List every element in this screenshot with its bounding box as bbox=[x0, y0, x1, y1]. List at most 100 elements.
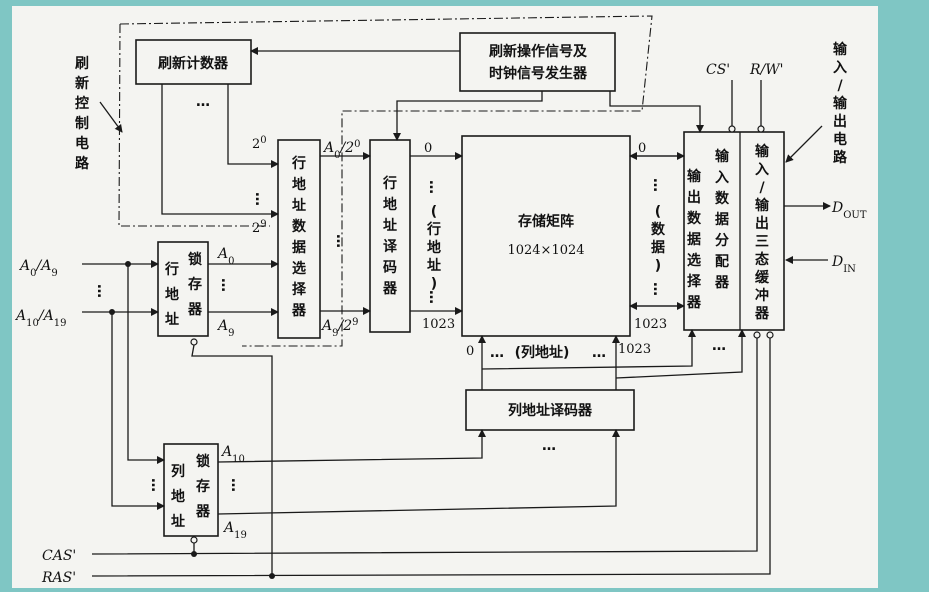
svg-text:…: … bbox=[592, 345, 606, 361]
refresh-signal-generator-block: 刷新操作信号及 时钟信号发生器 bbox=[459, 32, 616, 92]
svg-text:器: 器 bbox=[195, 504, 211, 520]
svg-text:地: 地 bbox=[165, 286, 179, 303]
svg-text:列: 列 bbox=[171, 463, 185, 480]
svg-text:…: … bbox=[650, 282, 666, 296]
svg-text:出: 出 bbox=[687, 189, 701, 206]
svg-text:电: 电 bbox=[833, 131, 847, 148]
svg-text:入: 入 bbox=[715, 170, 729, 186]
svg-text:…: … bbox=[426, 290, 442, 304]
svg-text:A0/20: A0/20 bbox=[322, 139, 361, 161]
svg-text:器: 器 bbox=[382, 281, 398, 297]
svg-text:输: 输 bbox=[833, 95, 848, 112]
svg-text:器: 器 bbox=[187, 302, 203, 318]
svg-text:(列地址): (列地址) bbox=[515, 344, 570, 361]
svg-text:路: 路 bbox=[833, 149, 848, 166]
svg-text:…: … bbox=[712, 338, 726, 354]
svg-text:出: 出 bbox=[755, 215, 769, 232]
svg-text:据: 据 bbox=[715, 211, 729, 228]
svg-text:器: 器 bbox=[291, 303, 307, 319]
col-address-decoder-block: 列地址译码器 bbox=[465, 389, 635, 431]
svg-text:择: 择 bbox=[687, 273, 702, 290]
svg-text:A9/29: A9/29 bbox=[320, 317, 359, 339]
cas-label: CAS' bbox=[42, 548, 76, 564]
svg-text:电: 电 bbox=[75, 135, 89, 152]
wires bbox=[82, 47, 831, 579]
ras-label: RAS' bbox=[41, 570, 76, 586]
io-block: 输 出 数 据 选 择 器 输 入 数 据 分 配 器 输 入 / 输 出 三 … bbox=[683, 131, 785, 331]
svg-text:入: 入 bbox=[833, 60, 847, 76]
svg-text:20: 20 bbox=[252, 135, 267, 153]
svg-text:…: … bbox=[252, 192, 268, 206]
svg-text:): ) bbox=[431, 276, 437, 292]
svg-text:码: 码 bbox=[383, 260, 397, 276]
svg-text:址: 址 bbox=[292, 197, 306, 214]
row-address-selector-block: 行 地 址 数 据 选 择 器 bbox=[277, 139, 321, 339]
svg-text:址: 址 bbox=[383, 217, 397, 234]
svg-text:输: 输 bbox=[687, 168, 702, 185]
svg-text:行: 行 bbox=[426, 221, 441, 238]
svg-text:行: 行 bbox=[291, 155, 306, 172]
svg-text:1023: 1023 bbox=[618, 342, 651, 357]
svg-text:择: 择 bbox=[292, 281, 307, 298]
svg-text:存: 存 bbox=[188, 276, 202, 293]
rw-label: R/W' bbox=[749, 62, 784, 78]
svg-text:数: 数 bbox=[687, 210, 702, 227]
generator-line-1: 刷新操作信号及 bbox=[489, 43, 588, 60]
svg-text:据: 据 bbox=[687, 231, 701, 248]
svg-text:据: 据 bbox=[292, 239, 306, 256]
svg-text:1023: 1023 bbox=[634, 317, 667, 332]
row-address-decoder-block: 行 地 址 译 码 器 bbox=[369, 139, 411, 333]
svg-text:器: 器 bbox=[714, 275, 730, 291]
svg-text:地: 地 bbox=[427, 239, 441, 256]
svg-text:路: 路 bbox=[75, 155, 90, 172]
diagram-page: 刷新计数器 刷新操作信号及 时钟信号发生器 行 地 址 数 据 选 择 器 行 … bbox=[12, 6, 878, 588]
svg-text:刷: 刷 bbox=[75, 56, 89, 72]
col-decoder-label: 列地址译码器 bbox=[508, 402, 593, 419]
svg-text:…: … bbox=[490, 345, 504, 361]
svg-text:…: … bbox=[94, 284, 110, 298]
refresh-control-dashed-outline bbox=[118, 15, 653, 347]
dout-label: DOUT bbox=[831, 200, 867, 221]
generator-line-2: 时钟信号发生器 bbox=[489, 65, 588, 82]
svg-text:配: 配 bbox=[715, 254, 729, 270]
svg-text:(: ( bbox=[655, 204, 661, 220]
svg-text:数: 数 bbox=[715, 190, 730, 207]
svg-text:…: … bbox=[650, 178, 666, 192]
labels: 刷 新 控 制 电 路 输 入 / 输 出 电 路 ( 行 地 址 ) ( 数 … bbox=[14, 41, 867, 586]
svg-text:制: 制 bbox=[75, 115, 89, 132]
svg-text:1023: 1023 bbox=[422, 317, 455, 332]
dram-block-diagram: 刷新计数器 刷新操作信号及 时钟信号发生器 行 地 址 数 据 选 择 器 行 … bbox=[14, 15, 867, 586]
svg-text:(: ( bbox=[431, 204, 437, 220]
memory-matrix-size: 1024×1024 bbox=[507, 243, 584, 258]
svg-text:/: / bbox=[837, 78, 843, 94]
svg-text:…: … bbox=[228, 478, 244, 492]
svg-text:…: … bbox=[196, 94, 210, 110]
svg-text:): ) bbox=[655, 258, 661, 274]
svg-text:数: 数 bbox=[651, 221, 666, 238]
svg-text:存: 存 bbox=[196, 478, 210, 495]
svg-text:A9: A9 bbox=[216, 318, 235, 339]
svg-text:选: 选 bbox=[687, 252, 701, 269]
svg-text:A19: A19 bbox=[222, 520, 247, 541]
svg-text:分: 分 bbox=[715, 233, 729, 249]
svg-text:址: 址 bbox=[165, 311, 179, 328]
svg-text:输: 输 bbox=[715, 148, 730, 165]
svg-text:地: 地 bbox=[171, 488, 185, 505]
din-label: DIN bbox=[831, 254, 856, 275]
col-address-latch-block: 列 锁 地 存 址 器 bbox=[163, 443, 219, 537]
svg-text:…: … bbox=[333, 234, 349, 248]
svg-text:/: / bbox=[759, 180, 765, 196]
svg-text:器: 器 bbox=[686, 295, 702, 311]
refresh-counter-block: 刷新计数器 bbox=[135, 39, 252, 85]
svg-text:锁: 锁 bbox=[196, 453, 210, 470]
svg-text:缓: 缓 bbox=[755, 269, 770, 286]
refresh-counter-label: 刷新计数器 bbox=[158, 55, 229, 72]
svg-text:数: 数 bbox=[292, 218, 307, 235]
svg-text:出: 出 bbox=[833, 113, 847, 130]
svg-text:…: … bbox=[426, 180, 442, 194]
svg-text:入: 入 bbox=[755, 162, 769, 178]
svg-text:译: 译 bbox=[383, 239, 398, 255]
svg-text:A0: A0 bbox=[216, 246, 235, 267]
svg-text:锁: 锁 bbox=[188, 251, 202, 268]
row-address-latch-block: 行 锁 地 存 址 器 bbox=[157, 241, 209, 337]
